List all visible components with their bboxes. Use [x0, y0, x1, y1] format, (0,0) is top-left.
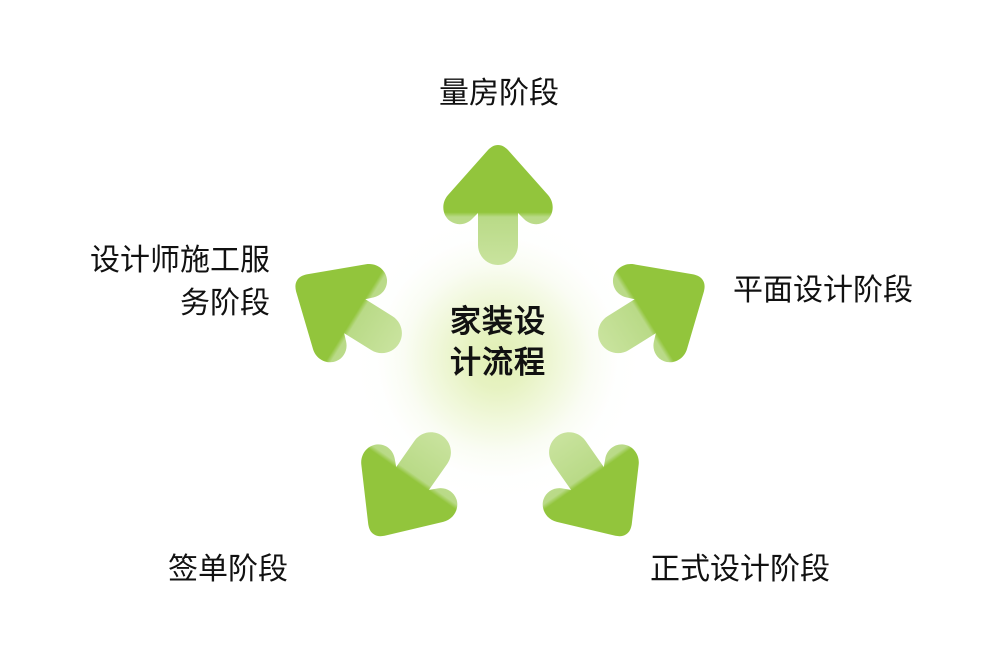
stage-label-plan-design: 平面设计阶段	[733, 273, 913, 308]
stage-label-designer-service: 设计师施工服 务阶段	[90, 243, 270, 321]
stage-label-contract: 签单阶段	[168, 552, 288, 587]
arrow-down-right-icon	[481, 374, 704, 597]
arrow-up-icon	[418, 125, 578, 285]
stage-label-formal-design: 正式设计阶段	[650, 552, 830, 587]
arrow-down-left-icon	[297, 374, 520, 597]
center-hub-label: 家装设 计流程	[450, 304, 546, 381]
arrow-up-right-icon	[542, 202, 762, 422]
stage-label-measure: 量房阶段	[439, 76, 559, 111]
arrow-up-left-icon	[238, 202, 458, 422]
